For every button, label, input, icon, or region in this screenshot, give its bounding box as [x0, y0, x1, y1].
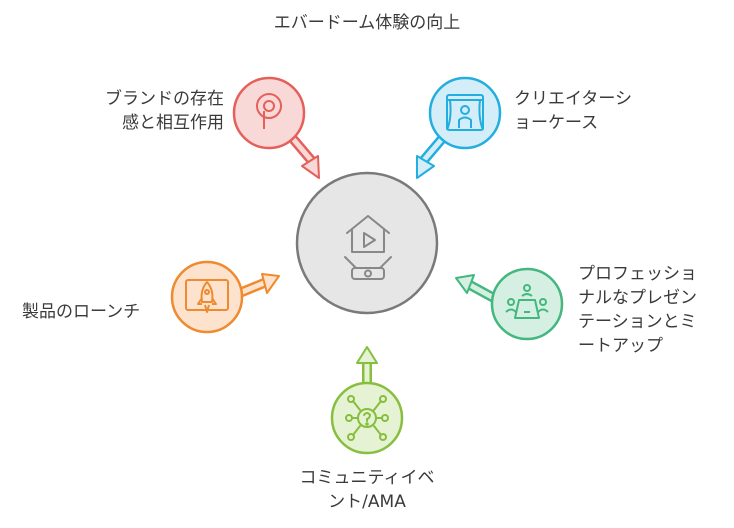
rocket-launch-icon: [185, 279, 229, 313]
stage-curtain-icon: [446, 94, 484, 131]
label-launch: 製品のローンチ: [22, 302, 141, 322]
home-projector-icon: [344, 215, 392, 280]
label-meetup: プロフェッショ ナルなプレゼン テーションとミ ートアップ: [578, 264, 697, 356]
node-creator: [416, 76, 502, 179]
node-brand: [232, 76, 320, 179]
label-creator: クリエイターシ ョーケース: [514, 89, 632, 133]
meeting-table-icon: [505, 284, 549, 319]
diagram-title: エバードーム体験の向上: [273, 13, 461, 33]
network-question-icon: [345, 395, 389, 441]
location-pin-icon: [256, 93, 282, 129]
node-community: [330, 346, 404, 455]
center-node: [295, 171, 439, 315]
label-brand: ブランドの存在 感と相互作用: [105, 89, 224, 133]
node-launch: [170, 260, 280, 334]
node-meetup: [455, 267, 564, 341]
label-community: コミュニティイベ ント/AMA: [299, 468, 435, 512]
